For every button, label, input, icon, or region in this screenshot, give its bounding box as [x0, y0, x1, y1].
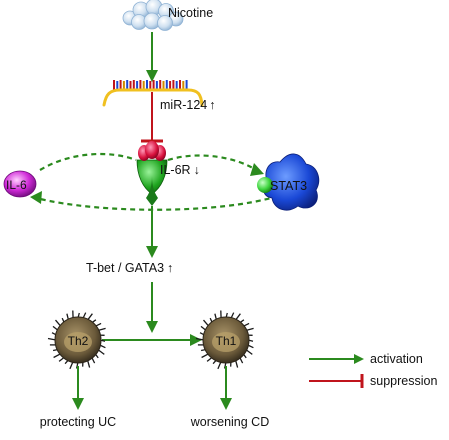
nicotine-label: Nicotine	[168, 6, 213, 20]
arrow-th2-to-outcome	[72, 366, 84, 410]
arrow-nicotine-to-mirna	[146, 32, 158, 82]
il6r-name: IL-6R	[160, 163, 191, 177]
transcription-factors-name: T-bet / GATA3	[86, 261, 164, 275]
th2-label: Th2	[68, 334, 89, 348]
il6r-down-arrow: ↓	[194, 163, 200, 177]
arrow-th2-to-th1	[102, 334, 202, 346]
legend: activation suppression	[309, 352, 437, 388]
outcome-right-label: worsening CD	[190, 415, 270, 429]
arrow-tbet-to-junction	[146, 282, 158, 333]
outcome-left-label: protecting UC	[40, 415, 116, 429]
il6-label: IL-6	[6, 178, 27, 192]
mirna-label: miR-124↑	[160, 98, 216, 112]
mirna-up-arrow: ↑	[209, 98, 215, 112]
legend-activation-label: activation	[370, 352, 423, 366]
mirna-name: miR-124	[160, 98, 207, 112]
legend-suppression-symbol	[309, 374, 362, 388]
transcription-factors-label: T-bet / GATA3↑	[86, 261, 173, 275]
arrow-th1-to-outcome	[220, 366, 232, 410]
il6r-label: IL-6R↓	[160, 163, 200, 177]
arrow-receptor-to-tbet	[146, 206, 158, 258]
stat3-label: STAT3	[270, 179, 307, 193]
arrowhead-to-stat3	[250, 163, 264, 176]
transcription-factors-up-arrow: ↑	[167, 261, 173, 275]
legend-activation-symbol	[309, 354, 364, 364]
legend-suppression-label: suppression	[370, 374, 437, 388]
th1-label: Th1	[216, 334, 237, 348]
